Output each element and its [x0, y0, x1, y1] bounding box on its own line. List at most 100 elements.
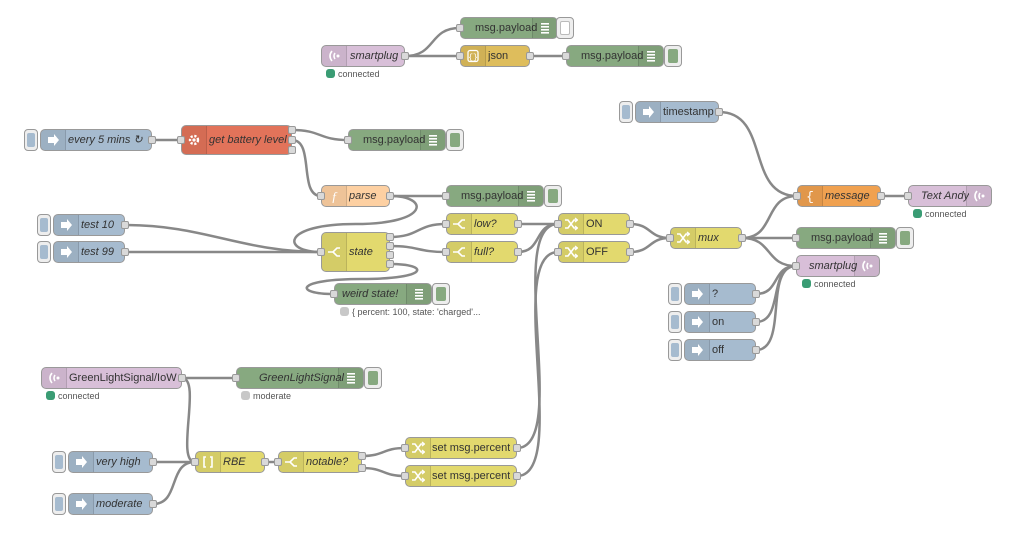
input-port[interactable]	[274, 458, 282, 466]
smartplug-mqtt-in-node[interactable]: smartplug	[321, 45, 405, 67]
output-port[interactable]	[149, 458, 157, 466]
debug-toggle-button[interactable]	[364, 367, 382, 389]
wire[interactable]	[516, 222, 559, 450]
output-port[interactable]	[288, 136, 296, 144]
debug-node[interactable]: msg.payload	[446, 185, 544, 207]
switch-node[interactable]: notable?	[278, 451, 362, 473]
debug-node[interactable]: msg.payload	[348, 129, 446, 151]
input-port[interactable]	[330, 290, 338, 298]
template-node[interactable]: { message	[797, 185, 881, 207]
output-port[interactable]	[513, 444, 521, 452]
inject-node[interactable]: timestamp	[635, 101, 719, 123]
output-port[interactable]	[514, 248, 522, 256]
input-port[interactable]	[177, 136, 185, 144]
wire[interactable]	[361, 466, 406, 478]
debug-node[interactable]: msg.payload	[566, 45, 664, 67]
debug-node[interactable]: msg.payload	[460, 17, 558, 39]
input-port[interactable]	[456, 24, 464, 32]
wire[interactable]	[389, 222, 447, 239]
inject-button[interactable]	[24, 129, 38, 151]
inject-node[interactable]: ?	[684, 283, 756, 305]
switch-node[interactable]: state	[321, 232, 390, 272]
rbe-node[interactable]: RBE	[195, 451, 265, 473]
output-port[interactable]	[752, 346, 760, 354]
wire[interactable]	[404, 26, 461, 58]
exec-node[interactable]: get battery level	[181, 125, 292, 155]
inject-button[interactable]	[37, 241, 51, 263]
input-port[interactable]	[904, 192, 912, 200]
wire[interactable]	[124, 223, 322, 254]
output-port[interactable]	[626, 248, 634, 256]
output-port[interactable]	[288, 126, 296, 134]
change-node[interactable]: ON	[558, 213, 630, 235]
change-node[interactable]: mux	[670, 227, 742, 249]
inject-button[interactable]	[619, 101, 633, 123]
output-port[interactable]	[526, 52, 534, 60]
input-port[interactable]	[442, 220, 450, 228]
debug-toggle-button[interactable]	[544, 185, 562, 207]
output-port[interactable]	[513, 472, 521, 480]
output-port[interactable]	[386, 233, 394, 241]
debug-toggle-button[interactable]	[664, 45, 682, 67]
change-node[interactable]: set msg.percent	[405, 465, 517, 487]
input-port[interactable]	[344, 136, 352, 144]
wire[interactable]	[389, 244, 447, 254]
inject-button[interactable]	[668, 339, 682, 361]
wire[interactable]	[741, 236, 797, 268]
wire[interactable]	[181, 376, 196, 464]
inject-node[interactable]: test 10	[53, 214, 125, 236]
inject-node[interactable]: test 99	[53, 241, 125, 263]
inject-button[interactable]	[668, 311, 682, 333]
inject-node[interactable]: every 5 mins ↻	[40, 129, 152, 151]
switch-node[interactable]: low?	[446, 213, 518, 235]
output-port[interactable]	[752, 318, 760, 326]
input-port[interactable]	[793, 192, 801, 200]
wire[interactable]	[516, 250, 559, 478]
input-port[interactable]	[232, 374, 240, 382]
wire[interactable]	[152, 460, 196, 506]
output-port[interactable]	[358, 452, 366, 460]
inject-button[interactable]	[668, 283, 682, 305]
input-port[interactable]	[401, 444, 409, 452]
inject-node[interactable]: very high	[68, 451, 153, 473]
inject-node[interactable]: moderate	[68, 493, 153, 515]
function-node[interactable]: f parse	[321, 185, 390, 207]
input-port[interactable]	[554, 248, 562, 256]
output-port[interactable]	[752, 290, 760, 298]
output-port[interactable]	[261, 458, 269, 466]
debug-toggle-button[interactable]	[556, 17, 574, 39]
wire[interactable]	[718, 110, 798, 198]
output-port[interactable]	[877, 192, 885, 200]
change-node[interactable]: OFF	[558, 241, 630, 263]
wire[interactable]	[629, 222, 671, 240]
debug-toggle-button[interactable]	[432, 283, 450, 305]
output-port[interactable]	[121, 248, 129, 256]
input-port[interactable]	[562, 52, 570, 60]
output-port[interactable]	[626, 220, 634, 228]
wire[interactable]	[755, 264, 797, 352]
output-port[interactable]	[386, 251, 394, 259]
debug-toggle-button[interactable]	[446, 129, 464, 151]
debug-node[interactable]: weird state!	[334, 283, 432, 305]
switch-node[interactable]: full?	[446, 241, 518, 263]
input-port[interactable]	[191, 458, 199, 466]
input-port[interactable]	[442, 192, 450, 200]
wire[interactable]	[305, 262, 419, 296]
input-port[interactable]	[666, 234, 674, 242]
input-port[interactable]	[317, 248, 325, 256]
output-port[interactable]	[386, 192, 394, 200]
output-port[interactable]	[386, 242, 394, 250]
debug-node[interactable]: msg.payload	[796, 227, 896, 249]
wire[interactable]	[361, 446, 406, 458]
output-port[interactable]	[514, 220, 522, 228]
smartplug-mqtt-out-node[interactable]: smartplug	[796, 255, 880, 277]
green-light-mqtt-in-node[interactable]: GreenLightSignal/IoW	[41, 367, 182, 389]
wire[interactable]	[629, 236, 671, 254]
input-port[interactable]	[792, 234, 800, 242]
inject-node[interactable]: on	[684, 311, 756, 333]
output-port[interactable]	[386, 260, 394, 268]
input-port[interactable]	[554, 220, 562, 228]
output-port[interactable]	[178, 374, 186, 382]
output-port[interactable]	[715, 108, 723, 116]
